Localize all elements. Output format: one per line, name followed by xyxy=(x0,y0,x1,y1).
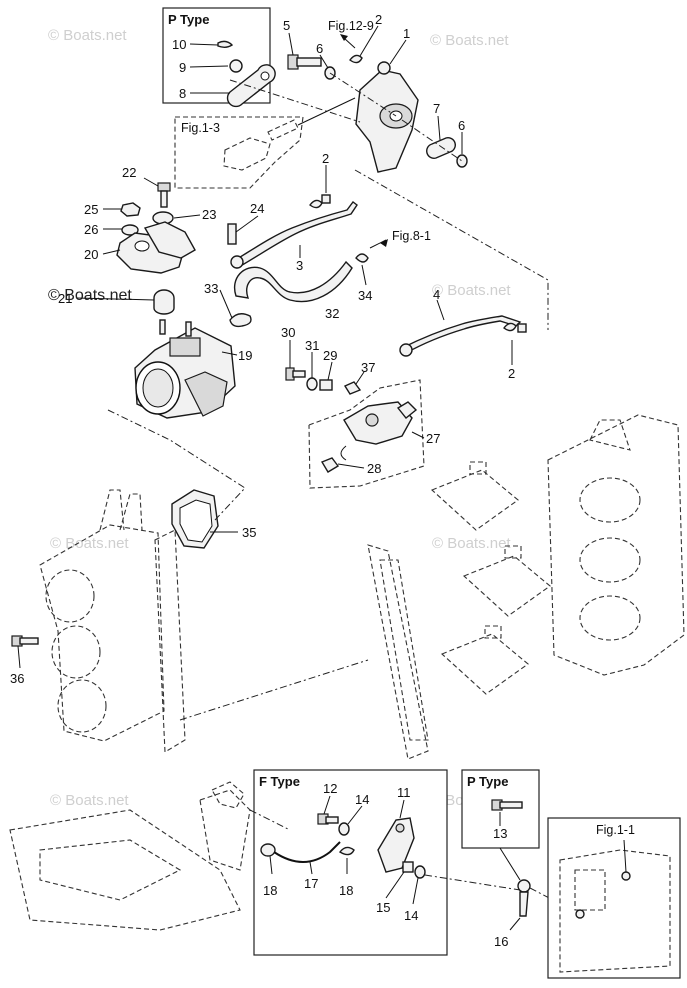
gasket xyxy=(107,409,246,549)
callout-number: 31 xyxy=(305,338,319,353)
box-title: P Type xyxy=(467,774,508,789)
callout-number: 17 xyxy=(304,876,318,891)
throttle-lever-assembly xyxy=(229,25,549,330)
callout-number: 1 xyxy=(403,26,410,41)
callout-number: 22 xyxy=(122,165,136,180)
p-type-box-bottom: P Type xyxy=(461,769,540,881)
fig-reference: Fig.8-1 xyxy=(392,229,431,243)
watermark: © Boats.net xyxy=(432,535,511,552)
callout-number: 6 xyxy=(316,41,323,56)
watermark: © Boats.net xyxy=(50,792,129,809)
intake-manifold xyxy=(11,489,186,753)
fig-1-1-box: Fig.1-1 xyxy=(547,817,681,979)
callout-number: 2 xyxy=(375,12,382,27)
callout-number: 32 xyxy=(325,306,339,321)
watermark: © Boats.net xyxy=(430,32,509,49)
callout-number: 28 xyxy=(367,461,381,476)
callout-number: 8 xyxy=(179,86,186,101)
f-type-box: F Type xyxy=(249,769,521,956)
callout-number: 18 xyxy=(339,883,353,898)
callout-number: 23 xyxy=(202,207,216,222)
callout-number: 25 xyxy=(84,202,98,217)
callout-number: 16 xyxy=(494,934,508,949)
lower-housing xyxy=(9,781,251,931)
callout-number: 10 xyxy=(172,37,186,52)
callout-number: 12 xyxy=(323,781,337,796)
callout-number: 11 xyxy=(397,785,411,800)
callout-number: 6 xyxy=(458,118,465,133)
callout-number: 33 xyxy=(204,281,218,296)
crankcase xyxy=(547,414,685,676)
hose-assembly xyxy=(219,239,388,328)
callout-number: 15 xyxy=(376,900,390,915)
throttle-rod xyxy=(230,165,358,269)
callout-number: 19 xyxy=(238,348,252,363)
watermark: © Boats.net xyxy=(50,535,129,552)
fig-reference: Fig.1-3 xyxy=(181,121,220,135)
callout-number: 13 xyxy=(493,826,507,841)
sensor-plate-parts xyxy=(102,177,259,274)
callout-number: 14 xyxy=(404,908,418,923)
callout-number: 21 xyxy=(58,291,72,306)
callout-number: 37 xyxy=(361,360,375,375)
callout-number: 9 xyxy=(179,60,186,75)
link-rod xyxy=(399,299,527,365)
callout-number: 18 xyxy=(263,883,277,898)
callout-number: 26 xyxy=(84,222,98,237)
callout-number: 35 xyxy=(242,525,256,540)
callout-number: 2 xyxy=(322,151,329,166)
callout-number: 2 xyxy=(508,366,515,381)
fig-reference: Fig.12-9 xyxy=(328,19,374,33)
callout-number: 14 xyxy=(355,792,369,807)
fig-1-3-ghost: Fig.1-3 xyxy=(174,97,356,189)
box-title: F Type xyxy=(259,774,300,789)
watermark: © Boats.net xyxy=(432,282,511,299)
callout-number: 5 xyxy=(283,18,290,33)
callout-number: 27 xyxy=(426,431,440,446)
p-type-box-top: P Type xyxy=(162,7,276,108)
reed-valve-group xyxy=(179,461,551,760)
callout-number: 29 xyxy=(323,348,337,363)
callout-number: 30 xyxy=(281,325,295,340)
fig-reference: Fig.1-1 xyxy=(596,823,635,837)
callout-number: 7 xyxy=(433,101,440,116)
watermark: © Boats.net xyxy=(48,27,127,44)
callout-number: 3 xyxy=(296,258,303,273)
sensor-bracket-group xyxy=(285,340,425,489)
callout-labels: 1 2 2 2 3 4 5 6 6 7 8 9 10 11 12 13 14 1… xyxy=(10,12,515,949)
box-title: P Type xyxy=(168,12,209,27)
throttle-body xyxy=(76,289,238,419)
callout-number: 4 xyxy=(433,287,440,302)
watermark: © Boats.net xyxy=(48,287,132,304)
callout-number: 20 xyxy=(84,247,98,262)
callout-number: 36 xyxy=(10,671,24,686)
callout-number: 34 xyxy=(358,288,372,303)
callout-number: 24 xyxy=(250,201,264,216)
figure-refs: Fig.12-9 Fig.8-1 xyxy=(328,19,431,243)
